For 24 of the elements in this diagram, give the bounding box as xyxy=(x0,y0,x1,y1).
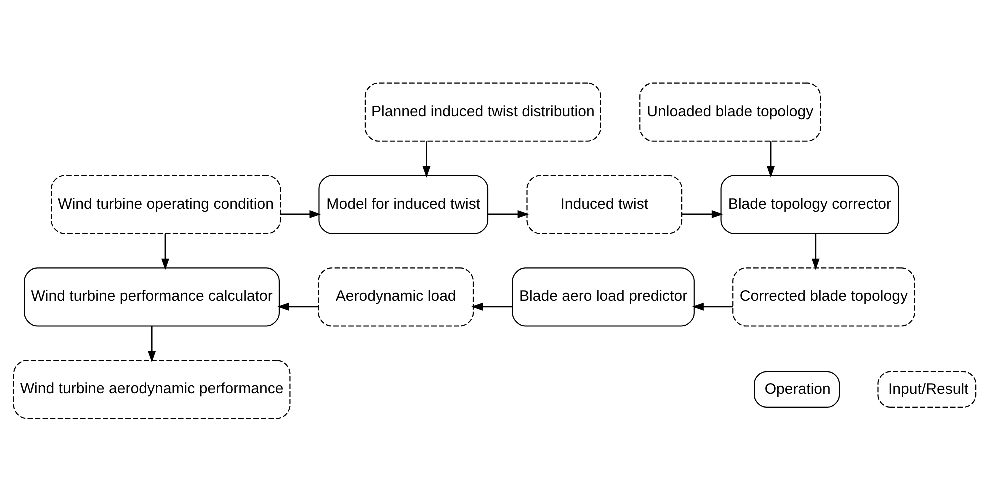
node-box: Blade topology corrector xyxy=(720,174,899,234)
legend-label: Operation xyxy=(764,380,830,398)
arrow xyxy=(277,302,318,310)
arrow xyxy=(422,141,430,178)
arrow xyxy=(766,141,774,178)
arrow xyxy=(280,210,321,218)
arrow xyxy=(811,234,820,270)
arrow xyxy=(471,302,512,310)
node-box: Aerodynamic load xyxy=(318,267,474,326)
arrow xyxy=(161,234,170,270)
node-box: Wind turbine operating condition xyxy=(50,174,281,234)
node-box: Unloaded blade topology xyxy=(639,82,821,142)
node-box: Model for induced twist xyxy=(318,174,488,234)
node-box: Corrected blade topology xyxy=(732,267,915,326)
node-box: Planned induced twist distribution xyxy=(364,82,601,142)
arrow xyxy=(148,326,156,362)
node-box: Blade aero load predictor xyxy=(512,267,694,326)
node-box: Wind turbine aerodynamic performance xyxy=(12,360,290,419)
arrow xyxy=(692,302,733,310)
node-box: Induced twist xyxy=(526,174,682,234)
arrow xyxy=(488,210,529,218)
legend-label: Input/Result xyxy=(888,380,968,398)
arrow xyxy=(682,210,723,218)
node-box: Wind turbine performance calculator xyxy=(24,267,280,326)
